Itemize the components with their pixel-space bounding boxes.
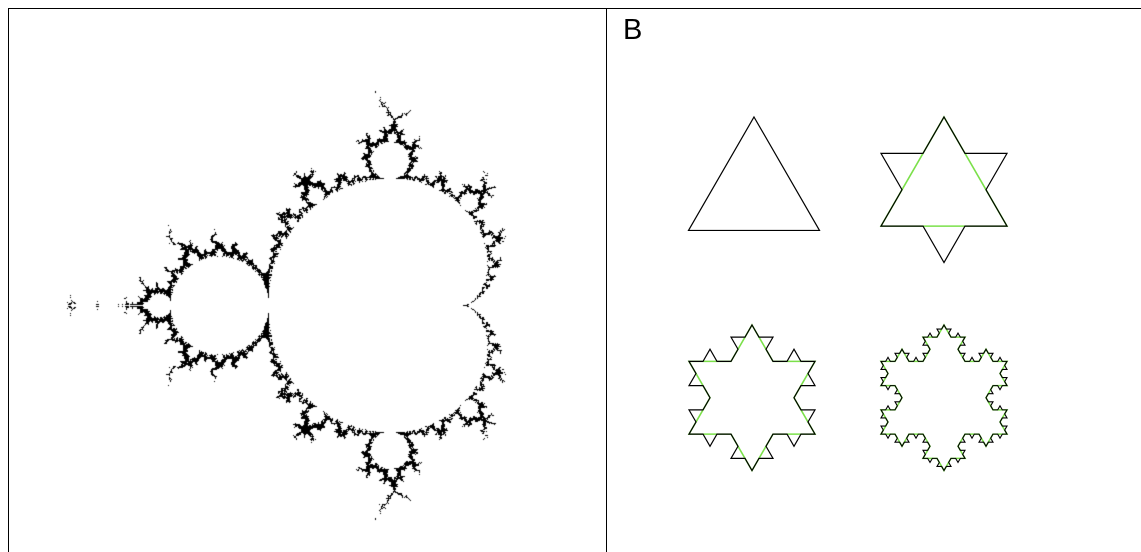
koch-outline <box>687 323 817 472</box>
koch-outline <box>880 323 1008 472</box>
koch-iteration-3 <box>879 323 1009 473</box>
mandelbrot-set <box>9 9 606 552</box>
koch-outline <box>687 115 821 232</box>
koch-outline <box>879 115 1009 227</box>
koch-outline <box>879 323 1009 473</box>
koch-outline <box>687 323 817 473</box>
koch-iteration-1 <box>879 115 1009 264</box>
koch-snowflake-iterations <box>687 115 1009 473</box>
koch-outline <box>879 115 1009 264</box>
panel-b: B <box>607 8 1141 552</box>
panel-a: A <box>8 8 607 552</box>
koch-iteration-0 <box>687 115 821 232</box>
koch-iteration-2 <box>687 323 817 473</box>
panel-label-b: B <box>623 14 643 46</box>
